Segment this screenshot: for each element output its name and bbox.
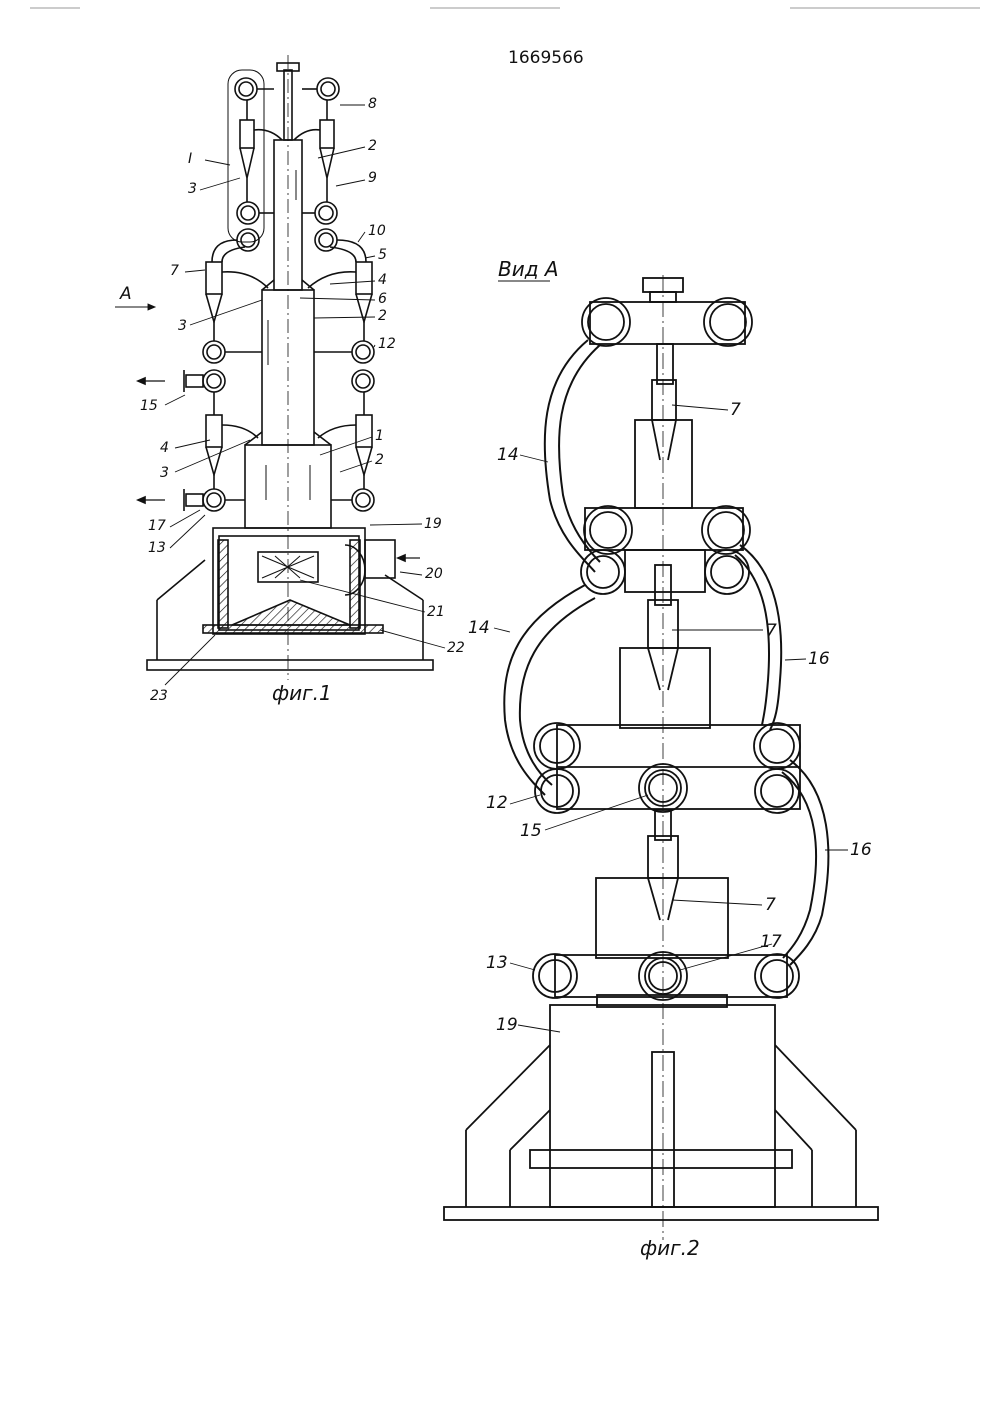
label-4a: 4: [378, 272, 387, 288]
label-14b: 14: [468, 618, 490, 638]
figure-2-labels: Вид А 7 14 7 14 16 12 15 16 7 17 13 19 ф…: [468, 257, 872, 1260]
label-23: 23: [150, 688, 168, 704]
label-22: 22: [447, 640, 465, 656]
bottom-collector: [555, 955, 787, 997]
label-19: 19: [496, 1015, 518, 1035]
label-2c: 2: [375, 452, 384, 468]
label-10: 10: [368, 223, 386, 239]
cone-deflector: [232, 600, 350, 625]
label-14a: 14: [497, 445, 519, 465]
document-number: 1669566: [508, 48, 584, 68]
label-15: 15: [140, 398, 158, 414]
label-13: 13: [148, 540, 166, 556]
ring-collectors: [203, 78, 374, 511]
figure-1-leaders: [115, 105, 445, 685]
label-1: 1: [375, 428, 384, 444]
label-8: 8: [368, 96, 377, 112]
figure-2-leaders: [494, 281, 848, 1032]
label-9: 9: [368, 170, 377, 186]
label-7a: 7: [730, 400, 741, 420]
label-6: 6: [378, 291, 387, 307]
label-4b: 4: [160, 440, 169, 456]
label-2b: 2: [378, 308, 387, 324]
label-19: 19: [424, 516, 442, 532]
label-12: 12: [486, 793, 508, 813]
label-7: 7: [170, 263, 179, 279]
base-plate: [444, 1207, 878, 1220]
label-3c: 3: [160, 465, 169, 481]
figure-2: [444, 275, 878, 1240]
figure-1: [138, 55, 433, 680]
label-16b: 16: [850, 840, 872, 860]
label-3a: 3: [188, 181, 197, 197]
label-17: 17: [760, 932, 782, 952]
label-17: 17: [148, 518, 166, 534]
label-2a: 2: [368, 138, 377, 154]
figure-2-caption: фиг.2: [640, 1236, 700, 1260]
label-20: 20: [425, 566, 443, 582]
label-13: 13: [486, 953, 508, 973]
label-21: 21: [427, 604, 445, 620]
view-arrow-label: A: [119, 284, 132, 304]
cyclones: [206, 120, 372, 475]
view-a-title: Вид А: [498, 257, 559, 281]
label-5: 5: [378, 247, 387, 263]
label-7c: 7: [765, 895, 776, 915]
label-3b: 3: [178, 318, 187, 334]
label-7b: 7: [766, 621, 777, 641]
label-16a: 16: [808, 649, 830, 669]
label-I: I: [188, 151, 192, 167]
label-12: 12: [378, 336, 396, 352]
label-15: 15: [520, 821, 542, 841]
upper-middle-collector: [585, 508, 743, 550]
furnace-19: [550, 1005, 775, 1207]
figure-1-caption: фиг.1: [272, 681, 332, 705]
